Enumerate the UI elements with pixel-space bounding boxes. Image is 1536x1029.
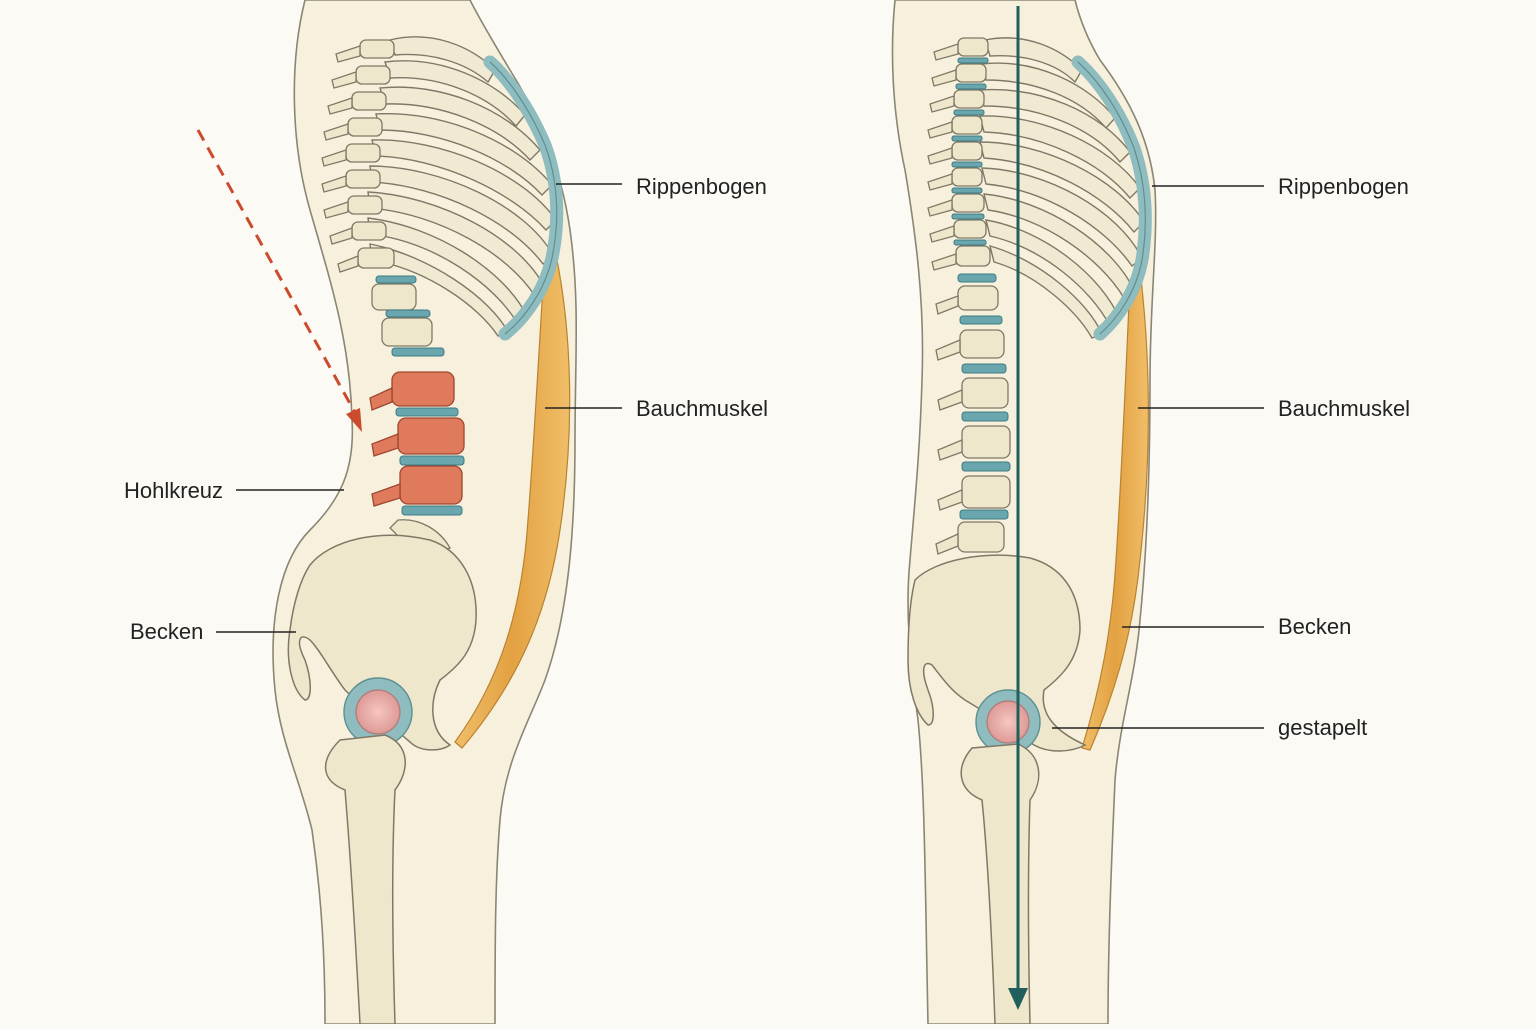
left-cartilage-outline	[489, 61, 558, 335]
right-abdominal-muscle	[1081, 268, 1149, 751]
left-label-pelvis: Becken	[130, 619, 204, 644]
left-leader-lines	[216, 183, 622, 633]
left-abdominal-muscle	[454, 249, 571, 749]
left-spine	[321, 39, 465, 561]
right-figure	[891, 0, 1264, 1025]
left-ribcage	[367, 36, 557, 337]
plumb-line-arrow-head	[1008, 988, 1028, 1010]
right-femoral-head	[986, 700, 1030, 744]
right-label-pelvis: Becken	[1278, 614, 1352, 639]
right-cartilage-outline	[1077, 61, 1146, 335]
right-label-stacked: gestapelt	[1278, 715, 1368, 740]
left-label-ribcage: Rippenbogen	[636, 174, 767, 199]
right-label-abdominal-muscle: Bauchmuskel	[1278, 396, 1411, 421]
left-label-hollow-back: Hohlkreuz	[124, 478, 224, 503]
right-spine	[927, 37, 1011, 555]
left-figure	[196, 0, 622, 1025]
left-femoral-head	[355, 689, 401, 735]
right-leader-lines	[1052, 185, 1264, 729]
left-label-abdominal-muscle: Bauchmuskel	[636, 396, 769, 421]
hollow-back-arrow-head	[346, 408, 362, 432]
hollow-back-arrow	[196, 129, 360, 419]
right-label-ribcage: Rippenbogen	[1278, 174, 1409, 199]
